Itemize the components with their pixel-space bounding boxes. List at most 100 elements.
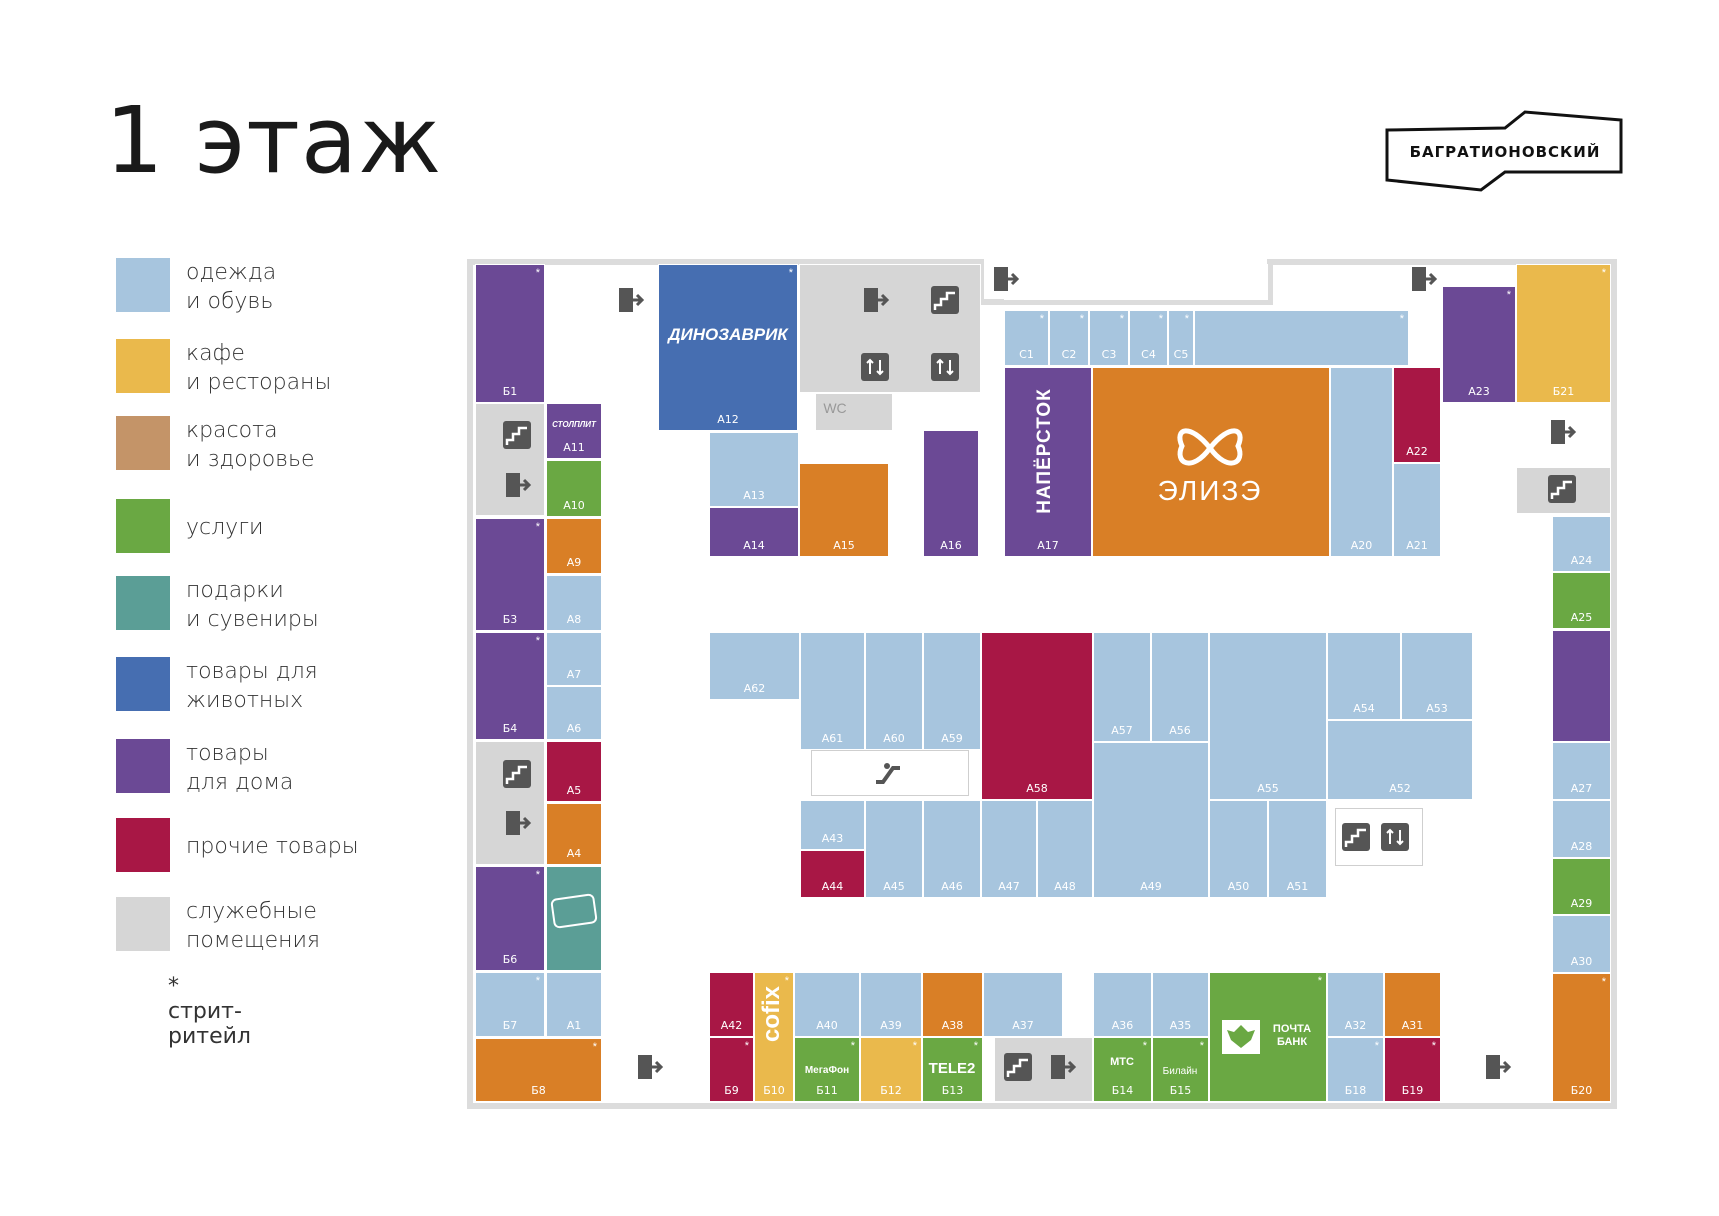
unit-label: Б3 <box>502 613 518 626</box>
unit-Н1[interactable]: * <box>1194 310 1409 366</box>
unit-С1[interactable]: С1* <box>1004 310 1049 366</box>
unit-А21[interactable]: А21 <box>1393 463 1441 557</box>
street-retail-star: * <box>784 975 789 987</box>
unit-А55[interactable]: А55 <box>1209 632 1327 800</box>
unit-Б13[interactable]: Б13* <box>922 1037 983 1102</box>
street-retail-star: * <box>1119 313 1124 325</box>
street-retail-star: * <box>1399 313 1404 325</box>
floor-title: 1 этаж <box>105 87 443 194</box>
unit-А28[interactable]: А28 <box>1552 800 1611 858</box>
unit-А20[interactable]: А20 <box>1330 367 1393 557</box>
unit-С2[interactable]: С2 * <box>1049 310 1089 366</box>
unit-label: С2 <box>1061 348 1077 361</box>
unit-А52[interactable]: А52 <box>1327 720 1473 800</box>
unit-А47[interactable]: А47 <box>981 800 1037 898</box>
unit-А7[interactable]: А7 <box>546 632 602 686</box>
unit-А27[interactable]: А27 <box>1552 742 1611 800</box>
unit-Б3[interactable]: Б3* <box>475 518 545 631</box>
unit-А48[interactable]: А48 <box>1037 800 1093 898</box>
unit-А14[interactable]: А14 <box>709 507 799 557</box>
unit-Б12[interactable]: Б12* <box>860 1037 922 1102</box>
unit-Б6[interactable]: Б6* <box>475 866 545 971</box>
unit-А60[interactable]: А60 <box>865 632 923 750</box>
unit-А12[interactable]: А12* <box>658 264 798 431</box>
unit-Б8[interactable]: Б8* <box>475 1038 602 1102</box>
unit-А58[interactable]: А58 <box>981 632 1093 800</box>
unit-label: А14 <box>743 539 765 552</box>
unit-Б18[interactable]: Б18* <box>1327 1037 1384 1102</box>
unit-А57[interactable]: А57 <box>1093 632 1151 742</box>
unit-Б21[interactable]: Б21* <box>1516 264 1611 403</box>
unit-А39[interactable]: А39 <box>860 972 922 1037</box>
unit-А5[interactable]: А5 <box>546 741 602 802</box>
unit-А37[interactable]: А37 <box>983 972 1063 1037</box>
unit-А49[interactable]: А49 <box>1093 742 1209 898</box>
unit-А26[interactable] <box>1552 630 1611 742</box>
unit-label: А22 <box>1406 445 1428 458</box>
unit-Б11[interactable]: Б11* <box>794 1037 860 1102</box>
unit-А61[interactable]: А61 <box>800 632 865 750</box>
unit-А62[interactable]: А62 <box>709 632 800 700</box>
unit-А40[interactable]: А40 <box>794 972 860 1037</box>
street-retail-star: * <box>788 267 793 279</box>
unit-Б4[interactable]: Б4* <box>475 632 545 740</box>
unit-А56[interactable]: А56 <box>1151 632 1209 742</box>
unit-А13[interactable]: А13 <box>709 432 799 507</box>
unit-Б9[interactable]: Б9* <box>709 1037 754 1102</box>
unit-А4[interactable]: А4 <box>546 803 602 865</box>
unit-А9[interactable]: А9 <box>546 518 602 574</box>
unit-А51[interactable]: А51 <box>1268 800 1327 898</box>
unit-А30[interactable]: А30 <box>1552 915 1611 973</box>
unit-А44[interactable]: А44 <box>800 850 865 898</box>
unit-А1[interactable]: А1 <box>546 972 602 1037</box>
unit-А43[interactable]: А43 <box>800 800 865 850</box>
unit-А11[interactable]: А11 <box>546 403 602 459</box>
unit-Б10[interactable]: Б10* <box>754 972 794 1102</box>
unit-А31[interactable]: А31 <box>1384 972 1441 1037</box>
unit-Б14[interactable]: Б14* <box>1093 1037 1152 1102</box>
unit-Б20[interactable]: Б20* <box>1552 973 1611 1102</box>
unit-А18[interactable] <box>1092 367 1330 557</box>
unit-Б15[interactable]: Б15* <box>1152 1037 1209 1102</box>
legend-item-gifts: подарки и сувениры <box>116 576 436 636</box>
unit-label: А53 <box>1426 702 1448 715</box>
unit-А15[interactable]: А15 <box>799 463 889 557</box>
unit-А59[interactable]: А59 <box>923 632 981 750</box>
unit-А50[interactable]: А50 <box>1209 800 1268 898</box>
unit-label: А30 <box>1570 955 1593 968</box>
unit-А35[interactable]: А35 <box>1152 972 1209 1037</box>
unit-А36[interactable]: А36 <box>1093 972 1152 1037</box>
unit-А17[interactable]: А17 <box>1004 367 1092 557</box>
unit-Б19[interactable]: Б19* <box>1384 1037 1441 1102</box>
unit-А23[interactable]: А23* <box>1442 286 1516 403</box>
unit-А32[interactable]: А32 <box>1327 972 1384 1037</box>
unit-А46[interactable]: А46 <box>923 800 981 898</box>
unit-Б1[interactable]: Б1* <box>475 264 545 403</box>
unit-label: А62 <box>743 682 766 695</box>
elize-butterfly-icon <box>1170 418 1250 478</box>
unit-А6[interactable]: А6 <box>546 686 602 740</box>
unit-А45[interactable]: А45 <box>865 800 923 898</box>
unit-А38[interactable]: А38 <box>922 972 983 1037</box>
legend-item-cafe: кафе и рестораны <box>116 339 436 399</box>
legend-swatch <box>116 416 170 470</box>
unit-А42[interactable]: А42 <box>709 972 754 1037</box>
street-retail-star: * <box>1079 313 1084 325</box>
unit-А54[interactable]: А54 <box>1327 632 1401 720</box>
service-area <box>815 393 893 431</box>
legend-label: красота и здоровье <box>186 418 315 472</box>
unit-А25[interactable]: А25 <box>1552 572 1611 629</box>
unit-label: А42 <box>720 1019 743 1032</box>
unit-С5[interactable]: С5* <box>1168 310 1194 366</box>
unit-С4[interactable]: С4* <box>1129 310 1168 366</box>
unit-А3[interactable] <box>546 866 602 971</box>
unit-А29[interactable]: А29 <box>1552 858 1611 915</box>
unit-С3[interactable]: С3* <box>1089 310 1129 366</box>
unit-Б7[interactable]: Б7* <box>475 972 545 1037</box>
unit-А8[interactable]: А8 <box>546 575 602 631</box>
unit-А10[interactable]: А10 <box>546 460 602 517</box>
unit-А53[interactable]: А53 <box>1401 632 1473 720</box>
unit-А24[interactable]: А24 <box>1552 516 1611 572</box>
unit-А22[interactable]: А22 <box>1393 367 1441 463</box>
unit-А16[interactable]: А16 <box>923 430 979 557</box>
